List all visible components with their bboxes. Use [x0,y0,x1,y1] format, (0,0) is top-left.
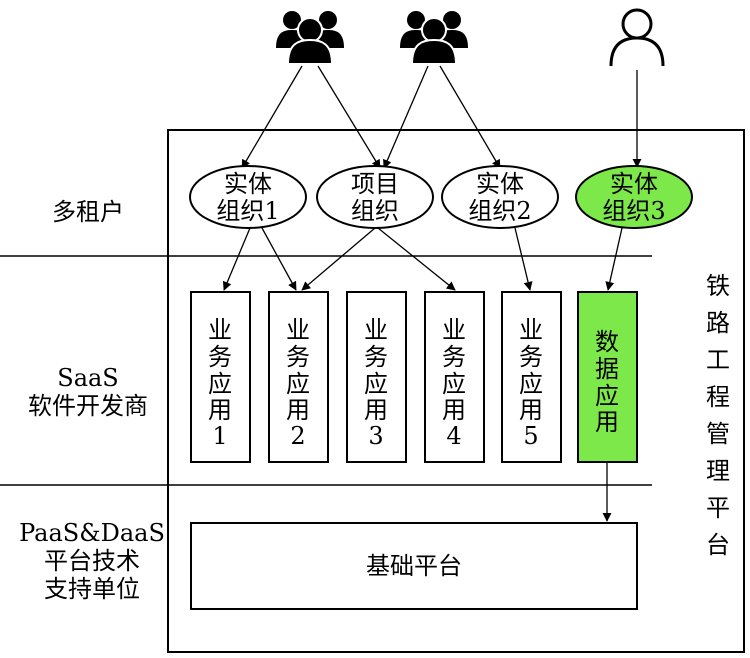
system-label-char: 路 [706,309,730,337]
user-icon [609,8,665,67]
app-3-char: 用 [364,396,388,424]
app-2-char: 务 [286,343,310,371]
org-entity-1-line2: 组织1 [216,197,279,225]
app-box-1: 业 务 应 用 1 [190,291,251,463]
org-entity-2-line1: 实体 [476,170,524,198]
app-box-4: 业 务 应 用 4 [424,291,485,463]
system-label-char: 平 [706,494,730,522]
group-icon [276,11,344,65]
app-2-char: 业 [286,316,310,344]
app-1-char: 用 [208,396,232,424]
system-label-char: 程 [706,383,730,411]
app-2-char: 2 [290,422,305,450]
system-label-char: 铁 [706,272,730,300]
org-entity-3-line1: 实体 [610,170,658,198]
org-entity-2-line2: 组织2 [468,197,531,225]
app-4-char: 务 [442,343,466,371]
system-frame [167,129,745,653]
data-app-char: 数 [595,328,619,356]
app-3-char: 应 [364,370,388,398]
base-platform-label: 基础平台 [366,552,462,580]
label-tenant: 多租户 [52,198,124,226]
label-saas: SaaS [57,364,119,392]
system-vertical-label: 铁 路 工 程 管 理 平 台 [706,272,730,559]
app-5-char: 应 [519,370,543,398]
app-3-char: 3 [368,422,383,450]
app-1-char: 业 [208,316,232,344]
app-4-char: 4 [446,422,461,450]
app-4-char: 业 [442,316,466,344]
app-2-char: 应 [286,370,310,398]
app-5-char: 业 [519,316,543,344]
org-entity-2: 实体 组织2 [441,165,559,229]
org-project-line2: 组织 [351,197,399,225]
app-4-char: 应 [442,370,466,398]
system-label-char: 管 [706,420,730,448]
data-app-char: 据 [595,355,619,383]
app-3-char: 务 [364,343,388,371]
app-1-char: 应 [208,370,232,398]
system-label-char: 工 [706,346,730,374]
app-3-char: 业 [364,316,388,344]
app-5-char: 务 [519,343,543,371]
org-project: 项目 组织 [316,165,434,229]
data-app-char: 应 [595,382,619,410]
org-entity-1-line1: 实体 [224,170,272,198]
org-project-line1: 项目 [351,170,399,198]
base-platform: 基础平台 [190,522,638,610]
system-label-char: 理 [706,457,730,485]
app-box-3: 业 务 应 用 3 [346,291,407,463]
label-paas: PaaS&DaaS [19,519,165,547]
app-box-2: 业 务 应 用 2 [268,291,329,463]
app-4-char: 用 [442,396,466,424]
org-entity-1: 实体 组织1 [189,165,307,229]
label-platform-tech: 平台技术 [44,547,140,575]
group-icon [400,11,468,65]
system-label-char: 台 [706,531,730,559]
label-saas-vendor: 软件开发商 [28,392,148,420]
org-entity-3-line2: 组织3 [602,197,665,225]
app-2-char: 用 [286,396,310,424]
label-support-unit: 支持单位 [44,575,140,603]
app-5-char: 用 [519,396,543,424]
org-entity-3: 实体 组织3 [575,165,693,229]
user-org-arrows [241,65,642,169]
app-1-char: 务 [208,343,232,371]
data-app-char: 用 [595,408,619,436]
app-5-char: 5 [523,422,538,450]
app-box-5: 业 务 应 用 5 [501,291,562,463]
app-1-char: 1 [212,422,227,450]
org-app-arrows [222,227,623,291]
app-box-data: 数 据 应 用 [577,291,638,463]
